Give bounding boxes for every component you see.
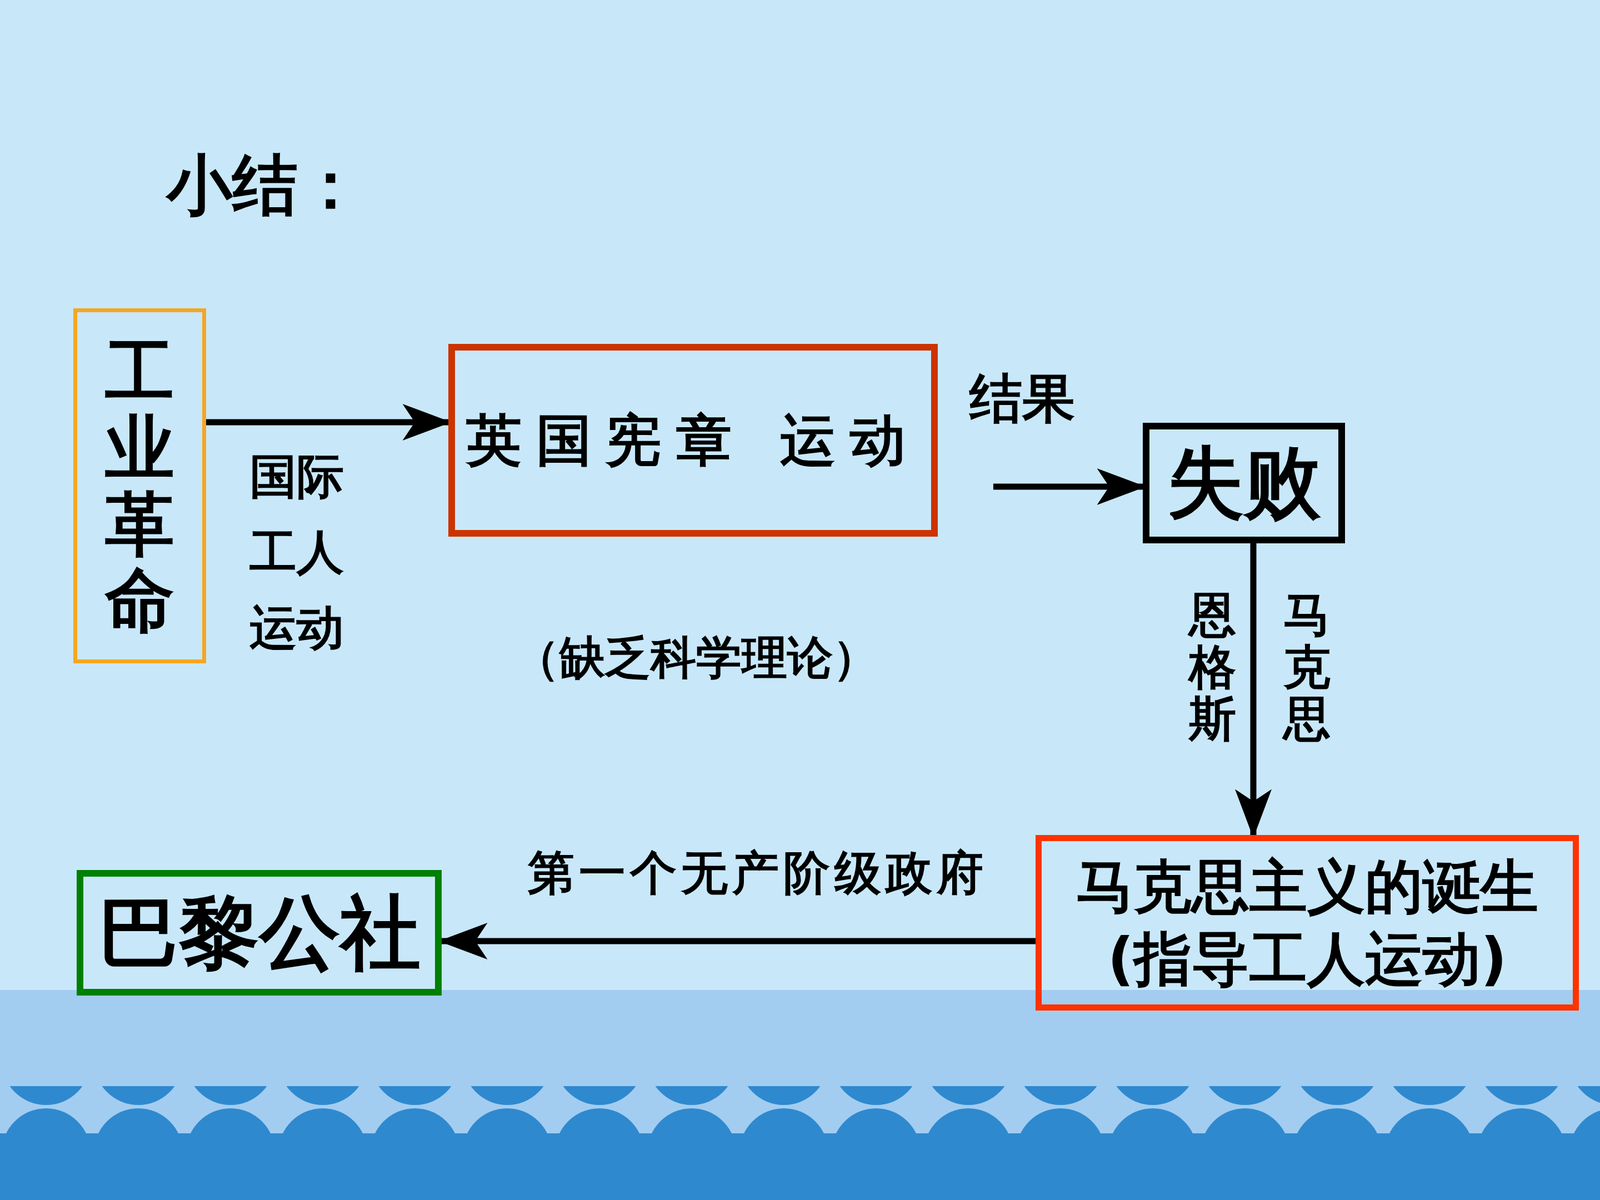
node-text: (指导工人运动) [1107, 922, 1507, 995]
commune-box: 巴黎公社 [76, 870, 442, 995]
event-box: 英国宪章 运动 [448, 343, 938, 537]
node-text: 失败 [1167, 435, 1321, 532]
flow-arrow [993, 483, 1143, 490]
node-text: 马克思主义的诞生 [1076, 850, 1539, 923]
edge-label: 结果 [969, 363, 1075, 435]
person-name: 恩格斯 [1188, 588, 1237, 745]
edge-label: 第一个无产阶级政府 [527, 841, 988, 905]
edge-label: 国际 工人 运动 [244, 438, 349, 666]
result-box: 失败 [1142, 422, 1345, 544]
theory-box: 马克思主义的诞生(指导工人运动) [1035, 835, 1579, 1011]
node-text: 英国宪章 运动 [466, 397, 920, 484]
cause-box: 工业革命 [73, 308, 207, 664]
slide-title: 小结： [166, 141, 364, 231]
flow-arrow [441, 938, 1036, 945]
note-text: （缺乏科学理论） [513, 627, 879, 689]
node-text: 工业革命 [105, 333, 175, 639]
flow-arrow [1250, 543, 1257, 835]
edge-label: 马克思 [1283, 588, 1331, 745]
node-text: 巴黎公社 [98, 882, 421, 983]
flow-arrow [206, 419, 449, 426]
